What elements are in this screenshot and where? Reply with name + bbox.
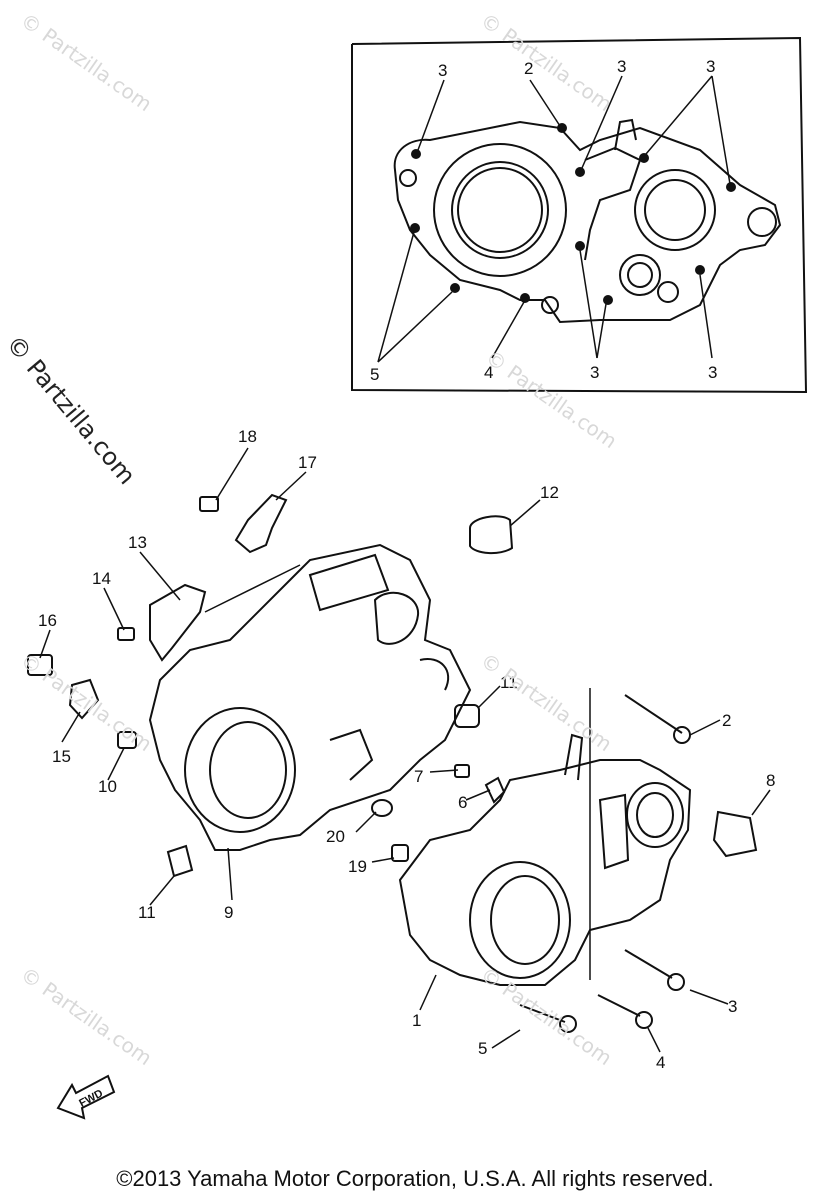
main-leaders xyxy=(39,447,771,1053)
callout: 14 xyxy=(92,569,111,588)
callout: 20 xyxy=(326,827,345,846)
callout: 1 xyxy=(412,1011,421,1030)
fwd-arrow: FWD xyxy=(56,1074,116,1120)
inset-callout: 5 xyxy=(370,365,379,384)
callout: 5 xyxy=(478,1039,487,1058)
callout: 17 xyxy=(298,453,317,472)
callout: 11 xyxy=(138,903,156,922)
inset-bolt-heads xyxy=(410,123,736,305)
callout: 9 xyxy=(224,903,233,922)
callout: 16 xyxy=(38,611,57,630)
callout: 18 xyxy=(238,427,257,446)
inset-callout: 3 xyxy=(708,363,717,382)
callout: 12 xyxy=(540,483,559,502)
right-crankcase-half xyxy=(398,733,692,986)
callout: 15 xyxy=(52,747,71,766)
callout: 6 xyxy=(458,793,467,812)
callout: 8 xyxy=(766,771,775,790)
inset-callout: 3 xyxy=(706,57,715,76)
callout: 4 xyxy=(656,1053,665,1072)
inset-leaders xyxy=(377,75,731,363)
inset-callout: 3 xyxy=(590,363,599,382)
inset-callout: 3 xyxy=(438,61,447,80)
callout: 13 xyxy=(128,533,147,552)
inset-crankcase xyxy=(393,118,782,324)
inset-callout: 4 xyxy=(484,363,493,382)
callout: 11 xyxy=(500,673,518,692)
inset-callout: 2 xyxy=(524,59,533,78)
inset-callout: 3 xyxy=(617,57,626,76)
inset-frame xyxy=(351,36,808,394)
callout: 3 xyxy=(728,997,737,1016)
callout: 7 xyxy=(414,767,423,786)
copyright-footer: ©2013 Yamaha Motor Corporation, U.S.A. A… xyxy=(116,1166,714,1191)
callout-labels: 18 17 13 14 16 15 10 12 11 2 7 6 8 20 19… xyxy=(38,427,775,1072)
left-crankcase-half xyxy=(148,543,472,851)
callout: 19 xyxy=(348,857,367,876)
small-parts xyxy=(27,493,758,1033)
callout: 2 xyxy=(722,711,731,730)
callout: 10 xyxy=(98,777,117,796)
inset-callout-labels: 3 2 3 3 5 4 3 3 xyxy=(370,57,717,384)
